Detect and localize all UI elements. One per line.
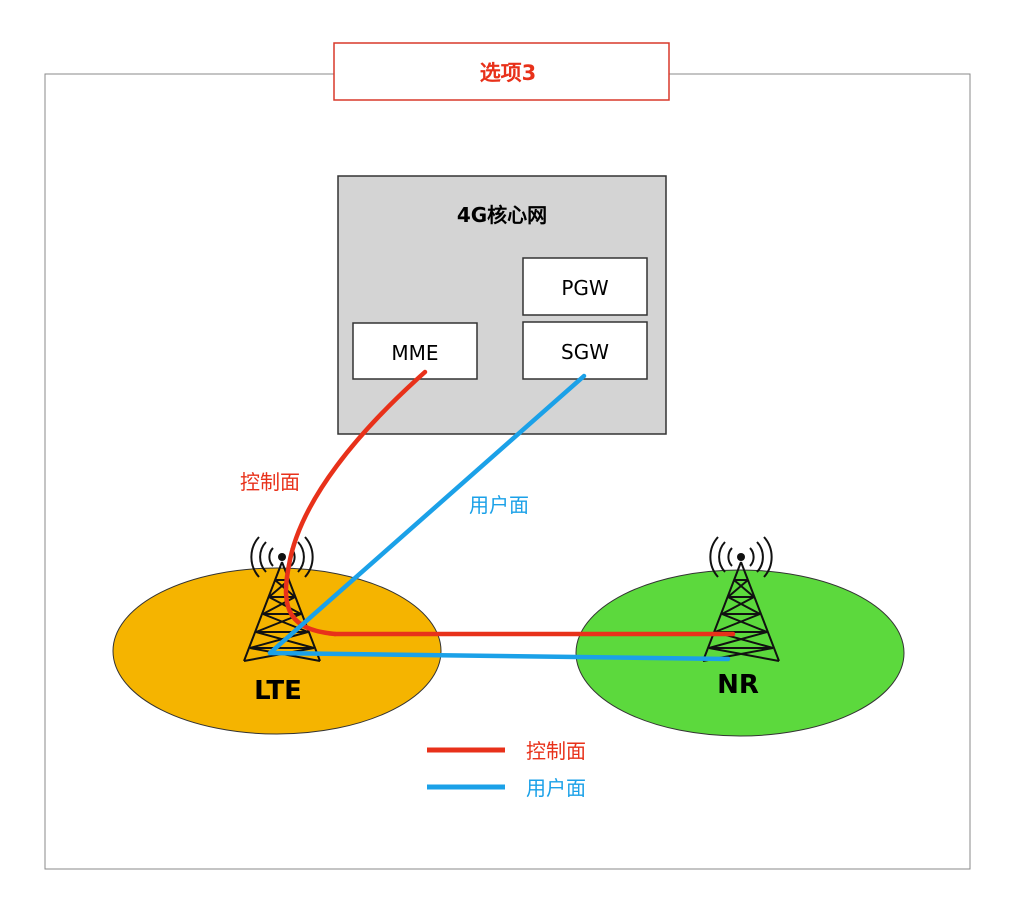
mme-node: [352, 322, 478, 380]
legend-control-plane-label: 控制面: [526, 739, 586, 763]
mme-label: MME: [391, 341, 438, 365]
title-box: [333, 42, 670, 101]
pgw-label: PGW: [561, 276, 609, 300]
sgw-label: SGW: [561, 340, 609, 364]
user-plane-link-lte-nr: [267, 650, 731, 662]
core-network-title: 4G核心网: [457, 203, 547, 227]
control-plane-label: 控制面: [240, 470, 300, 494]
lte-label: LTE: [254, 676, 302, 706]
legend: 控制面 用户面: [427, 739, 586, 800]
user-plane-label: 用户面: [469, 493, 529, 517]
title: 选项3: [480, 61, 537, 85]
user-plane-link-sgw-lte: [267, 373, 587, 656]
control-plane-link-mme-lte: [283, 369, 428, 637]
pgw-node: [522, 257, 648, 316]
legend-user-plane-label: 用户面: [526, 776, 586, 800]
sgw-node: [522, 321, 648, 380]
nr-tower-icon: [702, 536, 780, 662]
nr-label: NR: [717, 670, 759, 700]
